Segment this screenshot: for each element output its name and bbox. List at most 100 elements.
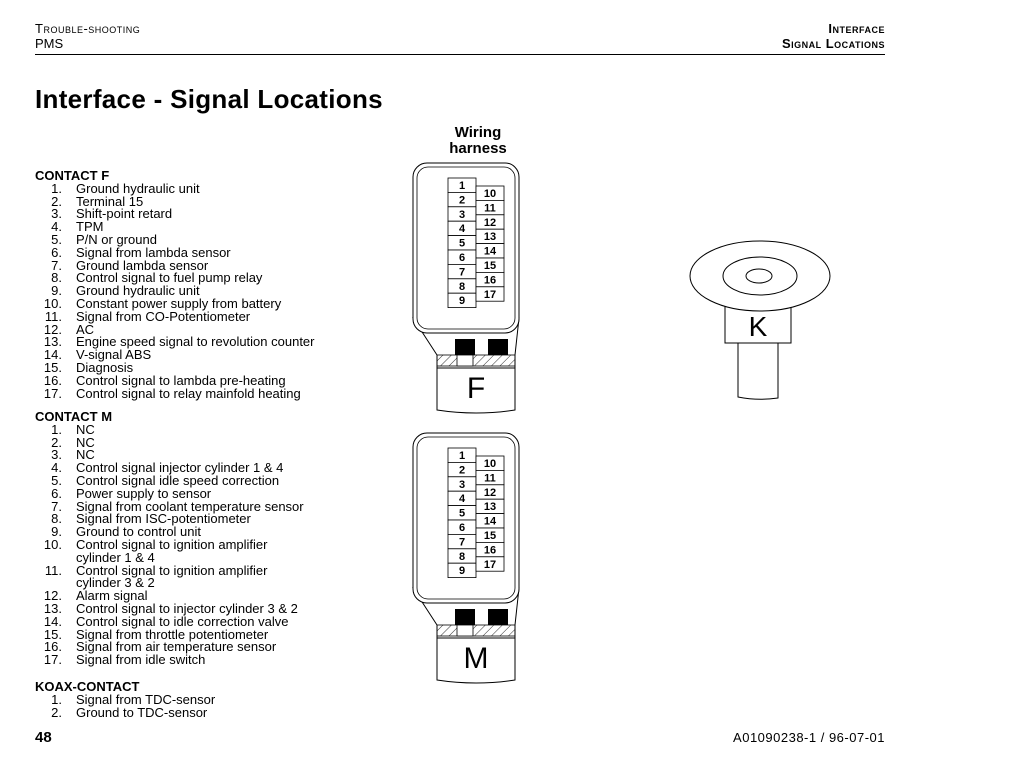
item-text: Signal from TDC-sensor (76, 691, 216, 707)
connector-body-inner (416, 436, 516, 600)
page-title: Interface - Signal Locations (35, 84, 383, 114)
list-item: 7. Signal from coolant temperature sensor (35, 498, 304, 514)
list-item: 12. AC (35, 321, 315, 337)
latch-gap (456, 354, 474, 367)
list-item: 6.Power supply to sensor (35, 485, 304, 501)
item-number: 2. (51, 193, 62, 209)
connector-k: K (689, 240, 831, 400)
wiring-harness-label: Wiring harness (418, 125, 538, 157)
pin-number: 14 (484, 516, 497, 528)
item-text: P/N or ground (76, 231, 157, 247)
pin-number: 1 (459, 180, 465, 192)
item-text: Signal from idle switch (76, 652, 206, 668)
latch-block (488, 609, 508, 625)
pin-number: 5 (459, 508, 465, 520)
item-text: Control signal injector cylinder 1 & 4 (76, 460, 284, 476)
item-number: 1. (51, 691, 62, 707)
item-number: 6. (51, 244, 62, 260)
item-text: Signal from ISC-potentiometer (76, 511, 251, 527)
item-text: TPM (76, 219, 104, 235)
item-text: Alarm signal (76, 588, 148, 604)
header-section: Trouble-shooting (35, 21, 141, 36)
item-text: Engine speed signal to revolution counte… (76, 334, 315, 350)
item-text: NC (76, 434, 95, 450)
document-reference: A01090238-1 / 96-07-01 (733, 730, 885, 745)
list-item: 5.P/N or ground (35, 231, 315, 247)
item-text: AC (76, 321, 95, 337)
koax-center (745, 268, 773, 284)
list-item: 16.Signal from air temperature sensor (35, 640, 304, 654)
item-text: Ground lambda sensor (76, 257, 209, 273)
item-number: 17. (43, 652, 62, 668)
pin-number: 7 (459, 536, 465, 548)
header-subsection: PMS (35, 36, 64, 51)
item-text: Signal from coolant temperature sensor (76, 498, 304, 514)
page-number: 48 (35, 729, 52, 746)
item-number: 15. (43, 626, 62, 642)
item-text: Control signal to lambda pre-heating (76, 372, 286, 388)
item-number: 7. (51, 257, 62, 273)
pin-number: 3 (459, 479, 465, 491)
item-number: 13. (43, 600, 62, 616)
list-item: 2. Ground to TDC-sensor (35, 704, 215, 720)
item-text: Control signal to relay mainfold heating (76, 385, 301, 401)
item-text: Ground to TDC-sensor (76, 704, 208, 720)
pin-number: 7 (459, 266, 465, 278)
pin-number: 10 (484, 458, 496, 470)
list-item: 3.Shift-point retard (35, 207, 315, 221)
running-header-right: Interface Signal Locations (782, 21, 885, 51)
item-number: 14. (43, 613, 62, 629)
pin-number: 4 (459, 223, 466, 235)
list-item: 9.Ground hydraulic unit (35, 283, 315, 299)
item-text: Signal from lambda sensor (76, 244, 231, 260)
wiring-label-line2: harness (449, 140, 507, 157)
pin-number: 12 (484, 487, 496, 499)
item-number: 2. (51, 704, 62, 720)
item-text: Signal from throttle potentiometer (76, 626, 269, 642)
item-text: Control signal to injector cylinder 3 & … (76, 600, 298, 616)
section-heading: KOAX-CONTACT (35, 679, 140, 694)
pin-number: 10 (484, 188, 496, 200)
list-item: 10.Control signal to ignition amplifier … (35, 538, 304, 565)
connector-cable (436, 368, 516, 414)
pin-number: 17 (484, 559, 496, 571)
pin-number: 2 (459, 464, 465, 476)
pin-number: 8 (459, 281, 465, 293)
section-heading: CONTACT F (35, 168, 110, 183)
list-item: 4.TPM (35, 219, 315, 235)
item-text: Control signal to fuel pump relay (76, 270, 263, 286)
item-text: Constant power supply from battery (76, 295, 282, 311)
item-text: Control signal to ignition amplifier cyl… (76, 562, 268, 591)
header-topic: Interface (828, 21, 885, 36)
list-item: 8.Control signal to fuel pump relay (35, 270, 315, 286)
list-item: 12.Alarm signal (35, 588, 304, 604)
pin-number: 11 (484, 202, 496, 214)
item-number: 12. (43, 321, 62, 337)
pin-number: 9 (459, 295, 465, 307)
latch-block (488, 339, 508, 355)
item-text: Diagnosis (76, 359, 134, 375)
item-number: 11. (44, 308, 62, 324)
section-heading: CONTACT M (35, 409, 113, 424)
pin-number: 4 (459, 493, 466, 505)
item-number: 9. (51, 524, 62, 540)
connector-body-inner (416, 166, 516, 330)
item-number: 1. (51, 421, 62, 437)
list-item: 17.Control signal to relay mainfold heat… (35, 385, 315, 401)
list-item: 1.Ground hydraulic unit (35, 182, 315, 196)
latch-block (455, 339, 475, 355)
pin-number: 15 (484, 260, 496, 272)
item-number: 7. (51, 498, 62, 514)
koax-ring (722, 256, 798, 296)
list-item: 13.Engine speed signal to revolution cou… (35, 334, 315, 350)
list-item: 14.V-signal ABS (35, 348, 315, 362)
list-item: 16.Control signal to lambda pre-heating (35, 372, 315, 388)
list-item: 11.Control signal to ignition amplifier … (35, 562, 304, 591)
item-number: 6. (51, 485, 62, 501)
item-number: 9. (51, 283, 62, 299)
list-item: 1. Signal from TDC-sensor (35, 691, 216, 707)
list-item: 17. Signal from idle switch (35, 652, 304, 668)
